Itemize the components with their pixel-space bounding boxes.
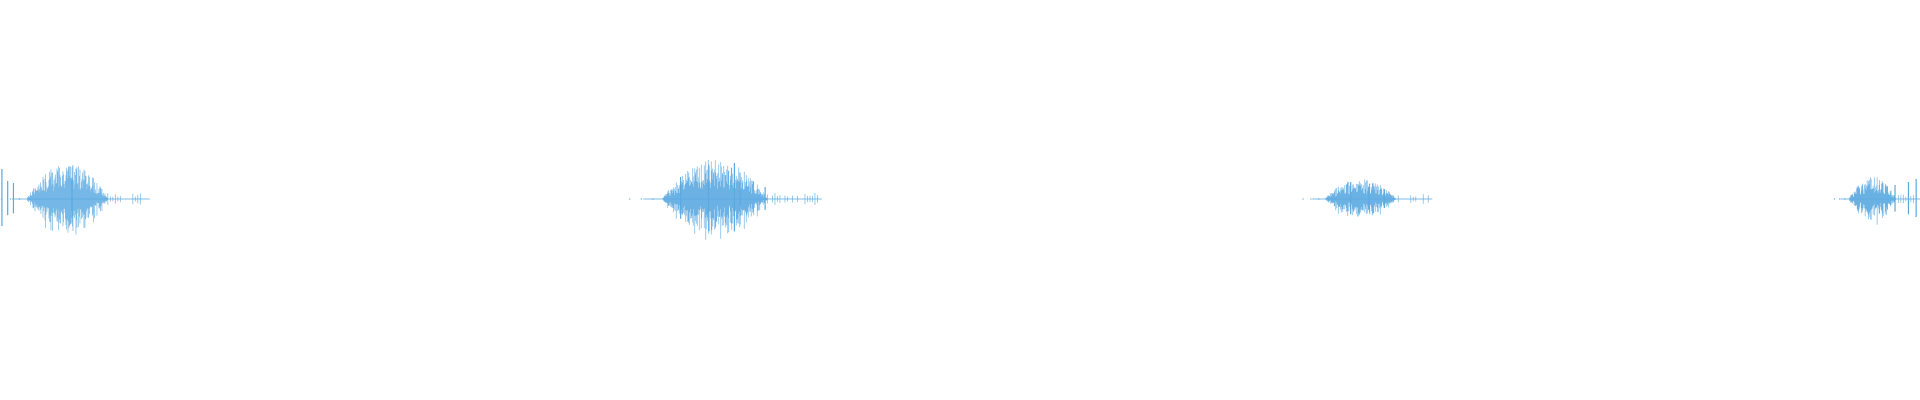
waveform-clip-burst-3 bbox=[1302, 179, 1433, 217]
waveform-clip-burst-2 bbox=[629, 159, 822, 240]
waveform-clips bbox=[0, 159, 1920, 240]
waveform-clip-burst-1 bbox=[0, 165, 150, 235]
waveform-clip-burst-4 bbox=[1833, 177, 1920, 225]
